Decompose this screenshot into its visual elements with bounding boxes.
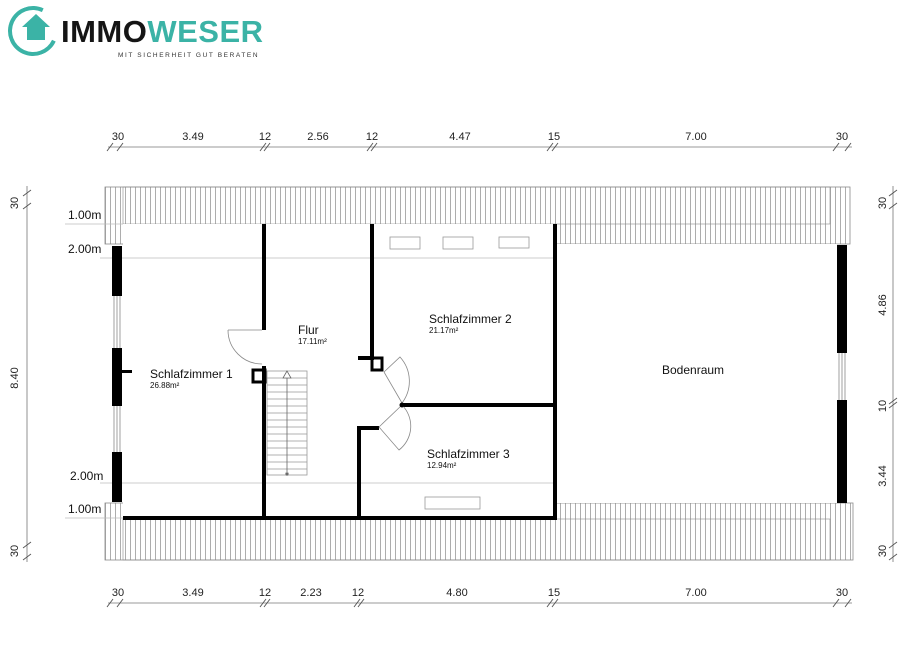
- door-schlafzimmer-2: [383, 356, 410, 404]
- room-label-schlafzimmer-1: Schlafzimmer 1: [150, 367, 233, 381]
- room-label-schlafzimmer-3: Schlafzimmer 3: [427, 447, 510, 461]
- dimension-chain-left: 30 8.40 30: [9, 186, 32, 562]
- svg-text:12: 12: [352, 587, 364, 599]
- svg-text:3.49: 3.49: [182, 587, 203, 599]
- svg-text:30: 30: [112, 131, 124, 143]
- level-marker-top-1m: 1.00m: [68, 208, 101, 222]
- svg-text:12: 12: [366, 131, 378, 143]
- brand-logo: IMMOWESER MIT SICHERHEIT GUT BERATEN: [0, 0, 274, 64]
- room-label-flur: Flur: [298, 323, 319, 337]
- svg-text:30: 30: [877, 197, 889, 209]
- svg-text:30: 30: [836, 587, 848, 599]
- room-area-schlafzimmer-3: 12.94m²: [427, 461, 457, 470]
- svg-text:30: 30: [836, 131, 848, 143]
- room-area-schlafzimmer-2: 21.17m²: [429, 326, 459, 335]
- skylights: [389, 236, 530, 510]
- interior-area: [123, 224, 555, 518]
- walls: [112, 224, 847, 520]
- svg-text:4.47: 4.47: [449, 131, 470, 143]
- brand-wordmark: IMMOWESER: [61, 16, 264, 47]
- svg-text:7.00: 7.00: [685, 131, 706, 143]
- svg-text:8.40: 8.40: [9, 367, 21, 388]
- door-schlafzimmer-1: [227, 329, 263, 365]
- brand-name-part1: IMMO: [61, 14, 148, 49]
- svg-text:4.86: 4.86: [877, 294, 889, 315]
- svg-text:10: 10: [877, 400, 889, 412]
- dimension-chain-top: 30 3.49 12 2.56 12 4.47 15 7.00 30: [106, 131, 852, 152]
- dimension-chain-bottom: 30 3.49 12 2.23 12 4.80 15 7.00 30: [106, 587, 852, 608]
- svg-text:30: 30: [877, 545, 889, 557]
- window-left-1: [113, 296, 121, 348]
- room-label-schlafzimmer-2: Schlafzimmer 2: [429, 312, 512, 326]
- svg-text:30: 30: [112, 587, 124, 599]
- svg-text:15: 15: [548, 587, 560, 599]
- svg-text:12: 12: [259, 587, 271, 599]
- svg-text:15: 15: [548, 131, 560, 143]
- house-icon: [22, 14, 50, 40]
- svg-text:12: 12: [259, 131, 271, 143]
- brand-tagline: MIT SICHERHEIT GUT BERATEN: [118, 52, 260, 59]
- svg-text:4.80: 4.80: [446, 587, 467, 599]
- room-label-bodenraum: Bodenraum: [662, 363, 724, 377]
- brand-name-part2: WESER: [147, 14, 264, 49]
- staircase: [266, 370, 308, 476]
- svg-text:2.23: 2.23: [300, 587, 321, 599]
- svg-text:7.00: 7.00: [685, 587, 706, 599]
- room-area-schlafzimmer-1: 26.88m²: [150, 381, 180, 390]
- window-left-2: [113, 406, 121, 452]
- level-marker-bottom-2m: 2.00m: [70, 469, 103, 483]
- window-right: [838, 353, 846, 400]
- level-marker-top-2m: 2.00m: [68, 242, 101, 256]
- svg-text:3.49: 3.49: [182, 131, 203, 143]
- svg-text:30: 30: [9, 545, 21, 557]
- door-schlafzimmer-3: [378, 404, 412, 451]
- room-area-flur: 17.11m²: [298, 337, 327, 346]
- svg-text:30: 30: [9, 197, 21, 209]
- dimension-chain-right: 30 4.86 10 3.44 30: [877, 186, 898, 562]
- svg-text:2.56: 2.56: [307, 131, 328, 143]
- level-marker-bottom-1m: 1.00m: [68, 502, 101, 516]
- svg-text:3.44: 3.44: [877, 465, 889, 486]
